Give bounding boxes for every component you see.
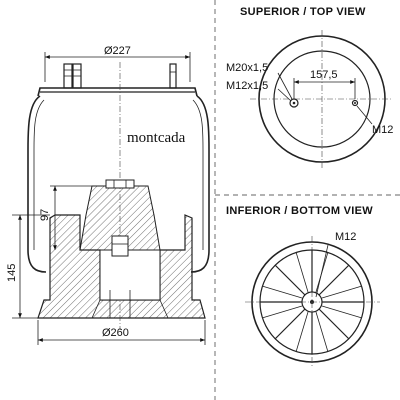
bolt-spacing-label: 157,5 (310, 69, 338, 81)
bottom-view: INFERIOR / BOTTOM VIEW M12 (226, 205, 380, 368)
secondary-thread-label: M12x1,5 (226, 80, 268, 92)
bellow-right (190, 95, 210, 273)
overall-height-label: 145 (6, 264, 18, 282)
top-view: SUPERIOR / TOP VIEW 157,5 M20x1,5 M12x1,… (226, 6, 393, 168)
top-studs (63, 63, 177, 89)
top-diameter-dimension: Ø227 (44, 45, 191, 82)
air-inlet-thread-label: M20x1,5 (226, 62, 268, 74)
top-view-title: SUPERIOR / TOP VIEW (240, 6, 366, 18)
piston-bolt (111, 235, 129, 257)
overall-height-dimension: 145 (6, 214, 50, 319)
section-view: Ø227 montcada (6, 45, 210, 345)
bellow-left (27, 95, 47, 273)
bottom-view-title: INFERIOR / BOTTOM VIEW (226, 205, 373, 217)
bottom-diameter-dimension: Ø260 (37, 320, 206, 345)
top-plate (37, 87, 198, 97)
bottom-diameter-label: Ø260 (102, 327, 129, 339)
top-stud-thread-label: M12 (372, 124, 393, 136)
top-stud-hole (351, 99, 359, 107)
top-diameter-label: Ø227 (104, 45, 131, 57)
brand-logo-text: montcada (127, 130, 186, 146)
piston-outer (37, 214, 206, 319)
bottom-stud-thread-label: M12 (335, 231, 356, 243)
